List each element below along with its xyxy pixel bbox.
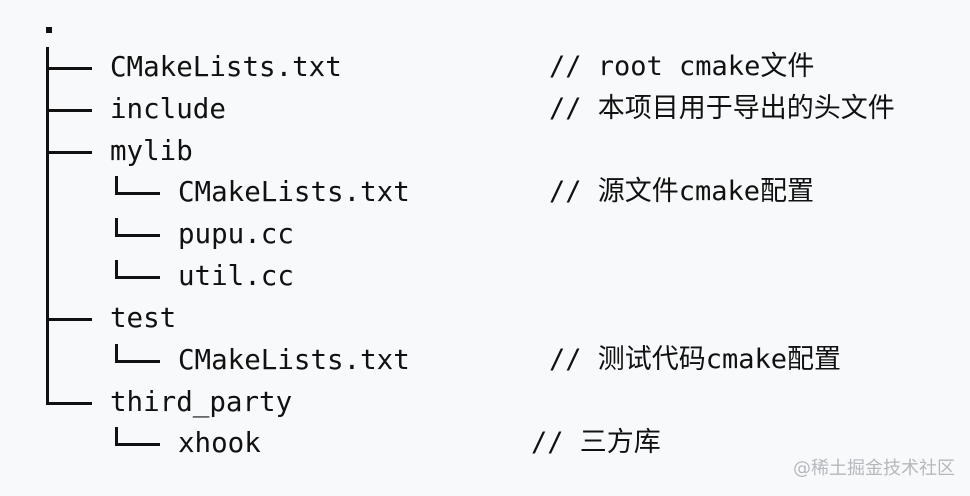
tree-item-name: test xyxy=(110,302,177,334)
tree-row: pupu.cc xyxy=(0,214,970,256)
corner-branch-icon xyxy=(115,423,165,465)
tree-item-comment: // 源文件cmake配置 xyxy=(549,176,815,207)
vertical-guide-icon xyxy=(46,340,50,382)
tree-item-name: CMakeLists.txt xyxy=(178,176,410,208)
tee-branch-icon xyxy=(46,89,96,131)
tree-item-name: CMakeLists.txt xyxy=(178,344,410,376)
corner-branch-icon xyxy=(115,214,165,256)
tee-branch-icon xyxy=(46,131,96,173)
tree-item-name: third_party xyxy=(110,386,293,418)
corner-branch-icon xyxy=(115,340,165,382)
tree-item-comment: // 本项目用于导出的头文件 xyxy=(549,93,895,124)
vertical-guide-icon xyxy=(46,172,50,214)
tree-row: CMakeLists.txt // 源文件cmake配置 xyxy=(0,172,970,214)
tree-item-name: util.cc xyxy=(178,260,294,292)
tree-row: CMakeLists.txt // root cmake文件 xyxy=(0,47,970,89)
tree-row: include // 本项目用于导出的头文件 xyxy=(0,89,970,131)
corner-branch-icon xyxy=(115,256,165,298)
tee-branch-icon xyxy=(46,47,96,89)
tree-row: test xyxy=(0,298,970,340)
tree-item-name: xhook xyxy=(178,427,261,459)
corner-branch-icon xyxy=(115,172,165,214)
tee-branch-icon xyxy=(46,298,96,340)
tree-item-name: CMakeLists.txt xyxy=(110,51,342,83)
vertical-guide-icon xyxy=(46,256,50,298)
tree-row: third_party xyxy=(0,382,970,422)
tree-item-name: include xyxy=(110,93,226,125)
tree-item-comment: // 测试代码cmake配置 xyxy=(549,344,842,375)
tree-row: xhook // 三方库 xyxy=(0,423,970,463)
tree-item-name: pupu.cc xyxy=(178,218,294,250)
watermark: @稀土掘金技术社区 xyxy=(793,458,955,479)
tree-row: mylib xyxy=(0,131,970,173)
tree-item-comment: // 三方库 xyxy=(531,427,661,458)
tree-row: CMakeLists.txt // 测试代码cmake配置 xyxy=(0,340,970,382)
tree-item-comment: // root cmake文件 xyxy=(549,51,815,82)
root-dot xyxy=(46,27,52,33)
vertical-guide-icon xyxy=(46,214,50,256)
tree-row: util.cc xyxy=(0,256,970,298)
tree-item-name: mylib xyxy=(110,135,193,167)
corner-branch-icon xyxy=(46,382,96,424)
